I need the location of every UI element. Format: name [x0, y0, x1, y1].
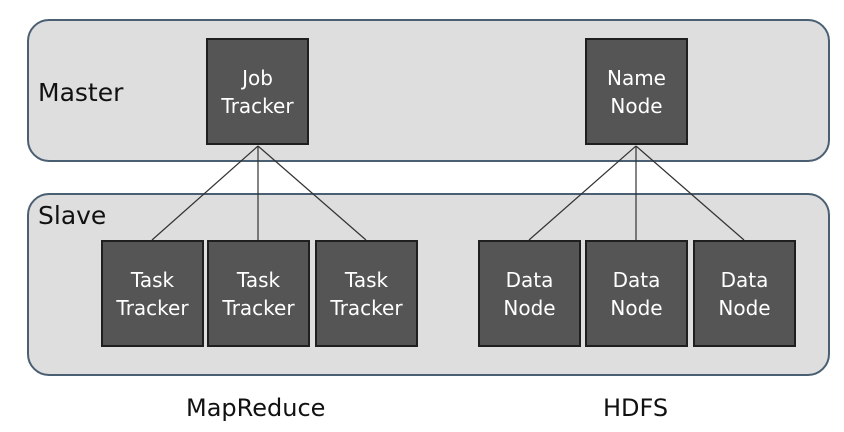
task-tracker-node-1: Task Tracker — [101, 240, 204, 347]
task-tracker-node-3: Task Tracker — [315, 240, 418, 347]
node-label-line: Tracker — [116, 295, 189, 320]
node-label-line: Tracker — [330, 295, 403, 320]
job-tracker-node: Job Tracker — [206, 38, 309, 145]
node-label-line: Data — [505, 267, 554, 292]
task-tracker-node-2: Task Tracker — [207, 240, 310, 347]
node-label-line: Node — [610, 295, 663, 320]
node-label-line: Tracker — [221, 93, 294, 118]
node-label-line: Name — [606, 65, 666, 90]
node-label-line: Data — [720, 267, 769, 292]
data-node-3: Data Node — [693, 240, 796, 347]
hdfs-caption: HDFS — [603, 394, 669, 422]
node-label-line: Job — [242, 65, 273, 90]
node-label-line: Task — [344, 267, 389, 292]
data-node-1: Data Node — [478, 240, 581, 347]
node-label-line: Task — [236, 267, 281, 292]
master-panel — [27, 19, 830, 162]
data-node-2: Data Node — [585, 240, 688, 347]
node-label-line: Node — [718, 295, 771, 320]
node-label-line: Data — [612, 267, 661, 292]
node-label-line: Tracker — [222, 295, 295, 320]
node-label-line: Task — [130, 267, 175, 292]
node-label-line: Node — [503, 295, 556, 320]
master-label: Master — [38, 78, 124, 107]
node-label-line: Node — [610, 93, 663, 118]
slave-label: Slave — [38, 201, 107, 230]
mapreduce-caption: MapReduce — [186, 394, 326, 422]
name-node: Name Node — [585, 38, 688, 145]
